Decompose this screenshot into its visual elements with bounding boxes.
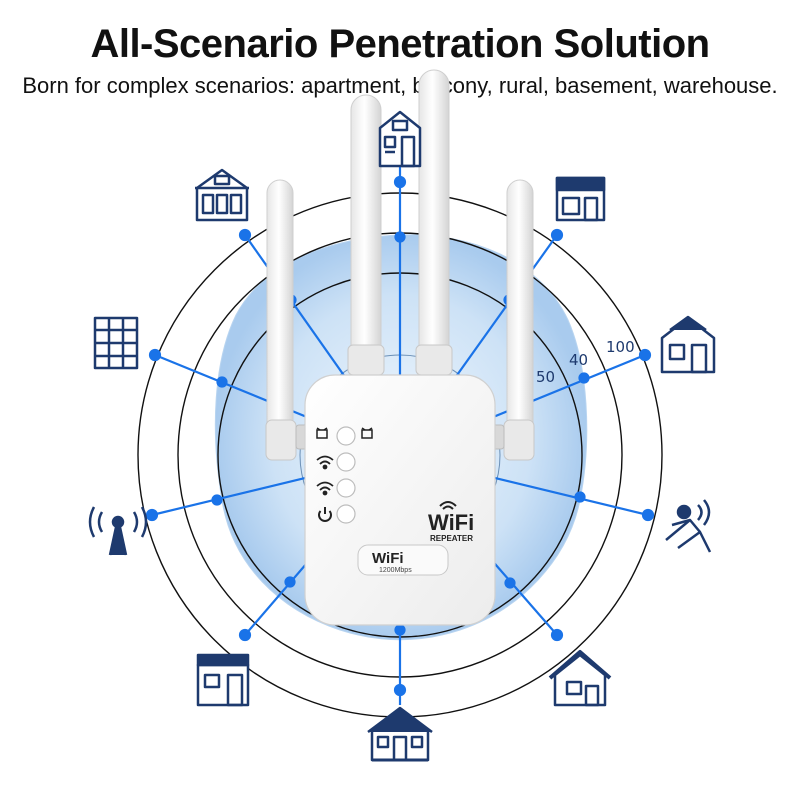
wifi-logo: WiFi REPEATER xyxy=(428,501,474,543)
link-icon xyxy=(316,427,373,439)
repeater-device: WiFi REPEATER WiFi 1200Mbps xyxy=(304,374,496,626)
wifi-icon xyxy=(316,455,334,470)
page-title: All-Scenario Penetration Solution xyxy=(90,22,710,66)
wifi-icon xyxy=(316,481,334,496)
badge-speed: 1200Mbps xyxy=(379,567,412,574)
signal-tower-icon xyxy=(88,506,148,556)
page-subtitle: Born for complex scenarios: apartment, b… xyxy=(22,73,778,98)
ring-labels: 50 40 100 xyxy=(536,338,635,386)
storefront-icon xyxy=(555,176,606,222)
brand-sub-label: REPEATER xyxy=(430,534,473,543)
warehouse-icon xyxy=(367,706,433,762)
ring-label-50: 50 xyxy=(536,368,555,386)
ring-label-100: 100 xyxy=(606,338,635,356)
ring-label-40: 40 xyxy=(569,351,588,369)
indicator-lights xyxy=(336,426,356,524)
city-building-icon xyxy=(195,168,249,222)
townhouse-icon xyxy=(196,653,250,707)
speed-badge: WiFi 1200Mbps xyxy=(357,544,449,576)
power-icon xyxy=(318,507,332,522)
antenna-right-inner xyxy=(415,69,453,386)
apartment-house-icon xyxy=(378,110,422,168)
antenna-left-inner xyxy=(347,94,385,386)
brand-label: WiFi xyxy=(428,510,474,535)
badge-label: WiFi xyxy=(372,550,404,567)
worker-icon xyxy=(665,499,712,553)
office-building-icon xyxy=(93,316,139,370)
antenna-left-outer xyxy=(265,179,309,461)
shop-house-icon xyxy=(548,650,612,707)
solar-house-icon xyxy=(660,315,716,374)
